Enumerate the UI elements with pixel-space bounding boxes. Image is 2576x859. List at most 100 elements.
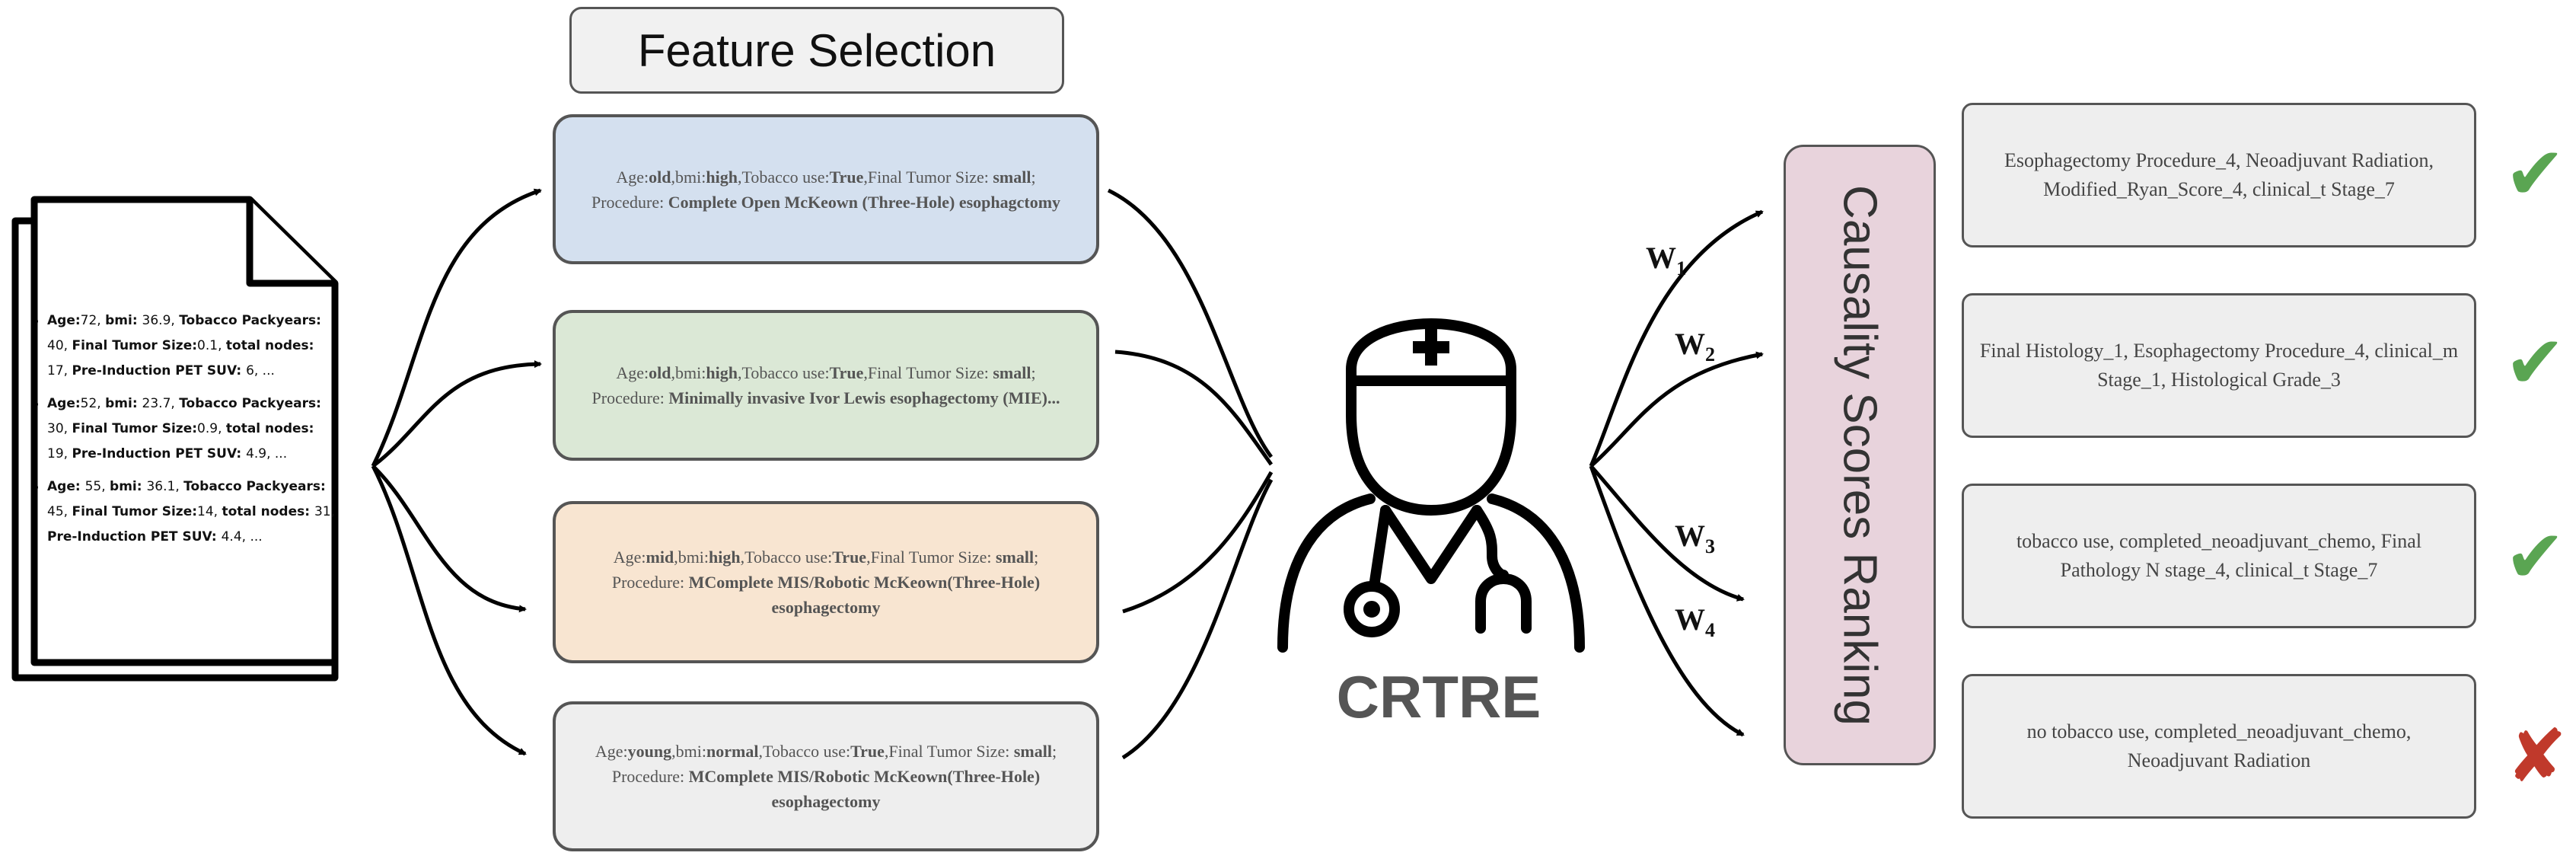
bullet-icon bbox=[32, 318, 38, 324]
feature-key: ,Final Tumor Size: bbox=[863, 167, 993, 187]
arrow-w3 bbox=[1589, 465, 1745, 602]
feature-key: ,bmi: bbox=[671, 742, 706, 761]
feature-selection-title: Feature Selection bbox=[569, 7, 1064, 94]
feature-key: Age: bbox=[613, 548, 646, 567]
record-field-value: 40, bbox=[47, 338, 72, 353]
result-box-1: Esophagectomy Procedure_4, Neoadjuvant R… bbox=[1962, 103, 2476, 247]
feature-key: Age: bbox=[616, 167, 649, 187]
feature-value: True bbox=[832, 548, 867, 567]
line-feature-2-to-model bbox=[1114, 350, 1274, 466]
record-field-name: Age: bbox=[47, 396, 81, 411]
feature-text-1: Age:old,bmi:high,Tobacco use:True,Final … bbox=[579, 164, 1073, 215]
feature-value: True bbox=[850, 742, 885, 761]
arrow-doc-to-feature-1 bbox=[371, 188, 542, 468]
line-feature-4-to-model bbox=[1121, 478, 1274, 760]
line-feature-3-to-model bbox=[1122, 471, 1274, 614]
result-box-4: no tobacco use, completed_neoadjuvant_ch… bbox=[1962, 674, 2476, 819]
result-text-1: Esophagectomy Procedure_4, Neoadjuvant R… bbox=[2004, 149, 2434, 200]
feature-text-3: Age:mid,bmi:high,Tobacco use:True,Final … bbox=[579, 544, 1073, 620]
feature-key: ; Procedure: bbox=[611, 548, 1039, 592]
cross-icon: ✘ bbox=[2506, 714, 2568, 799]
bullet-icon bbox=[32, 484, 38, 490]
record-field-value: 14, bbox=[197, 504, 222, 519]
check-icon: ✔ bbox=[2504, 131, 2566, 216]
feature-value: young bbox=[627, 742, 672, 761]
feature-key: ,bmi: bbox=[671, 363, 706, 382]
weight-label-3: W3 bbox=[1675, 519, 1715, 557]
arrow-w2 bbox=[1589, 351, 1764, 468]
record-field-name: total nodes: bbox=[222, 504, 314, 519]
feature-box-3: Age:mid,bmi:high,Tobacco use:True,Final … bbox=[553, 501, 1099, 663]
feature-key: ,Tobacco use: bbox=[758, 742, 851, 761]
record-field-value: 45, bbox=[47, 504, 72, 519]
record-field-value: 55, bbox=[84, 479, 110, 494]
feature-text-4: Age:young,bmi:normal,Tobacco use:True,Fi… bbox=[579, 739, 1073, 814]
document-record: Age: 55, bmi: 36.1, Tobacco Packyears: 4… bbox=[30, 474, 335, 550]
line-feature-1-to-model bbox=[1107, 188, 1274, 458]
feature-box-2: Age:old,bmi:high,Tobacco use:True,Final … bbox=[553, 310, 1099, 461]
feature-key: ,Tobacco use: bbox=[737, 363, 830, 382]
record-field-name: Pre-Induction PET SUV: bbox=[72, 446, 247, 461]
record-field-name: Tobacco Packyears: bbox=[183, 479, 326, 494]
document-record: Age:72, bmi: 36.9, Tobacco Packyears: 40… bbox=[30, 308, 335, 384]
record-field-value: 72, bbox=[80, 313, 106, 328]
weight-label-2: W2 bbox=[1675, 327, 1715, 366]
causality-ranking-box: Causality Scores Ranking bbox=[1784, 145, 1936, 765]
feature-value: high bbox=[706, 363, 738, 382]
record-field-value: 52, bbox=[80, 396, 106, 411]
arrow-w1 bbox=[1589, 209, 1764, 467]
feature-key: ,bmi: bbox=[671, 167, 706, 187]
feature-key: Age: bbox=[595, 742, 628, 761]
record-field-value: 4.9, ... bbox=[246, 446, 288, 461]
feature-key: ; Procedure: bbox=[611, 742, 1057, 786]
feature-value: old bbox=[649, 167, 671, 187]
record-field-name: Tobacco Packyears: bbox=[179, 313, 321, 328]
record-field-value: 36.9, bbox=[142, 313, 180, 328]
check-icon: ✔ bbox=[2504, 514, 2566, 599]
document-stack-icon bbox=[11, 196, 339, 682]
feature-value: old bbox=[649, 363, 671, 382]
document-record: Age:52, bmi: 23.7, Tobacco Packyears: 30… bbox=[30, 391, 335, 467]
record-field-name: Pre-Induction PET SUV: bbox=[47, 529, 222, 544]
record-field-name: bmi: bbox=[105, 396, 142, 411]
feature-key: ; Procedure: bbox=[591, 363, 1036, 407]
feature-value: small bbox=[1013, 742, 1052, 761]
record-field-value: 30, bbox=[47, 421, 72, 436]
feature-key: ,Final Tumor Size: bbox=[866, 548, 996, 567]
feature-key: ,Tobacco use: bbox=[737, 167, 830, 187]
record-field-name: Age: bbox=[47, 313, 81, 328]
record-field-name: bmi: bbox=[105, 313, 142, 328]
feature-value: Complete Open McKeown (Three-Hole) esoph… bbox=[668, 192, 1061, 212]
feature-key: ; Procedure: bbox=[591, 167, 1036, 212]
weight-label-4: W4 bbox=[1675, 602, 1715, 641]
result-box-2: Final Histology_1, Esophagectomy Procedu… bbox=[1962, 293, 2476, 438]
record-field-value: 6, ... bbox=[246, 363, 275, 378]
record-field-value: 36.1, bbox=[146, 479, 184, 494]
feature-value: mid bbox=[646, 548, 674, 567]
feature-key: ,Final Tumor Size: bbox=[884, 742, 1014, 761]
causality-ranking-label: Causality Scores Ranking bbox=[1833, 184, 1886, 726]
feature-value: high bbox=[706, 167, 738, 187]
feature-value: True bbox=[829, 167, 864, 187]
record-field-value: 0.1, bbox=[197, 338, 226, 353]
feature-value: Minimally invasive Ivor Lewis esophagect… bbox=[668, 388, 1060, 407]
feature-text-2: Age:old,bmi:high,Tobacco use:True,Final … bbox=[579, 360, 1073, 410]
bullet-icon bbox=[32, 401, 38, 407]
feature-box-1: Age:old,bmi:high,Tobacco use:True,Final … bbox=[553, 114, 1099, 264]
record-field-value: 19, bbox=[47, 446, 72, 461]
feature-value: True bbox=[829, 363, 864, 382]
feature-key: Age: bbox=[616, 363, 649, 382]
record-field-name: Final Tumor Size: bbox=[72, 504, 198, 519]
weight-label-1: W1 bbox=[1646, 241, 1686, 279]
record-field-value: 17, bbox=[47, 363, 72, 378]
record-field-value: 4.4, ... bbox=[221, 529, 263, 544]
arrow-doc-to-feature-3 bbox=[371, 465, 527, 613]
record-field-name: Age: bbox=[47, 479, 85, 494]
feature-key: ,bmi: bbox=[674, 548, 709, 567]
feature-value: small bbox=[996, 548, 1035, 567]
result-text-4: no tobacco use, completed_neoadjuvant_ch… bbox=[2026, 720, 2412, 771]
record-field-name: total nodes: bbox=[225, 421, 314, 436]
feature-box-4: Age:young,bmi:normal,Tobacco use:True,Fi… bbox=[553, 701, 1099, 851]
